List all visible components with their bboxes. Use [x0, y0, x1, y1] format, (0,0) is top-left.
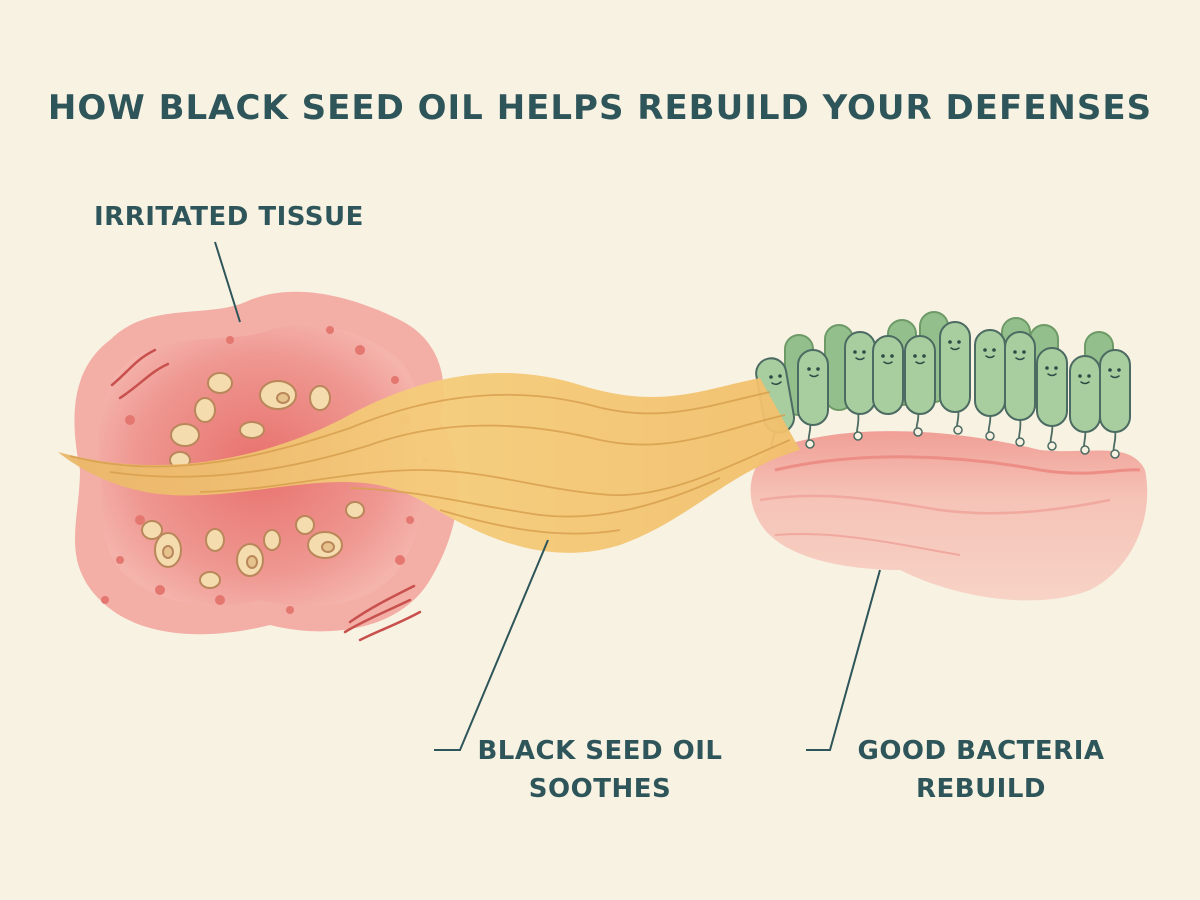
healthy-tissue — [750, 431, 1148, 601]
label-oil-line2: SOOTHES — [528, 774, 672, 804]
leader-bacteria — [806, 569, 881, 751]
good-bacteria — [755, 311, 1131, 459]
label-bacteria-line1: GOOD BACTERIA — [857, 736, 1105, 766]
black-seed-oil-stream — [58, 372, 800, 553]
leader-lines — [214, 241, 881, 751]
leader-oil — [434, 539, 549, 751]
damaged-cells — [141, 372, 365, 589]
label-black-seed-oil: BLACK SEED OIL SOOTHES — [470, 732, 730, 808]
label-irritated-tissue: IRRITATED TISSUE — [94, 198, 364, 236]
label-bacteria-line2: REBUILD — [915, 774, 1047, 804]
label-good-bacteria: GOOD BACTERIA REBUILD — [846, 732, 1116, 808]
oil-ribbon — [58, 372, 800, 553]
label-oil-line1: BLACK SEED OIL — [477, 736, 723, 766]
healthy-tissue-body — [750, 431, 1148, 601]
label-irritated-text: IRRITATED TISSUE — [94, 202, 364, 232]
bacteria-faces — [769, 340, 1121, 379]
irritation-lines — [110, 348, 422, 642]
page-title: HOW BLACK SEED OIL HELPS REBUILD YOUR DE… — [47, 88, 1153, 128]
leader-irritated — [214, 241, 241, 323]
